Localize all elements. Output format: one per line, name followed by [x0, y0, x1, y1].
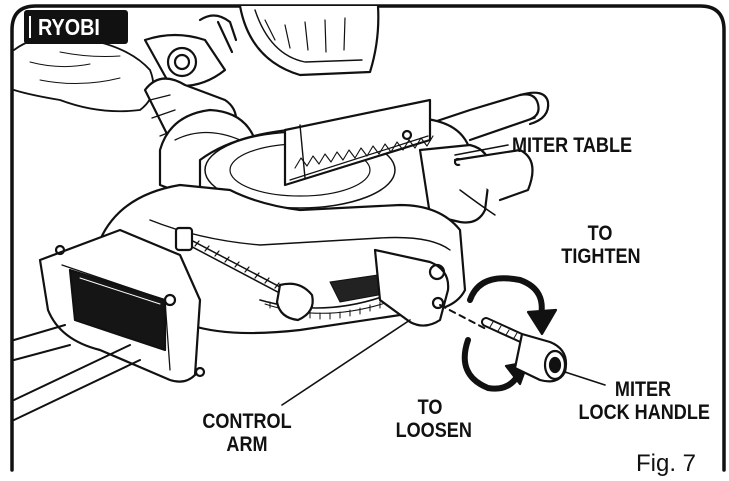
- label-miter-lock-handle-line2: LOCK HANDLE: [578, 401, 710, 424]
- label-to-loosen-line1: TO: [417, 396, 443, 419]
- fence: [283, 98, 434, 187]
- clamp-screw: [174, 226, 314, 322]
- label-control-arm-line1: CONTROL: [202, 410, 292, 433]
- label-to-tighten: TO TIGHTEN: [561, 222, 641, 268]
- label-miter-lock-handle: MITER LOCK HANDLE: [578, 378, 710, 424]
- miter-lock-handle: [481, 317, 568, 383]
- label-to-tighten-line1: TO: [587, 222, 613, 245]
- label-miter-lock-handle-line1: MITER: [614, 378, 672, 401]
- label-control-arm-line2: ARM: [226, 433, 268, 456]
- leader-lock-handle: [564, 371, 606, 386]
- label-miter-table: MITER TABLE: [512, 134, 633, 157]
- label-control-arm: CONTROL ARM: [200, 410, 295, 456]
- leader-miter-table: [454, 144, 509, 156]
- handle-axis-line: [439, 304, 489, 331]
- dust-bag: [13, 35, 155, 113]
- label-to-loosen-line2: LOOSEN: [395, 419, 472, 442]
- label-to-loosen: TO LOOSEN: [395, 396, 472, 442]
- tighten-arrow: [467, 275, 558, 336]
- ryobi-logo-text: RYOBI: [38, 14, 100, 40]
- blade-guard: [143, 4, 380, 88]
- figure-label: Fig. 7: [636, 450, 697, 477]
- leader-control-arm: [281, 319, 411, 406]
- ryobi-logo: [24, 10, 128, 44]
- label-to-tighten-line2: TIGHTEN: [561, 245, 641, 268]
- clamp-pad: [68, 268, 167, 352]
